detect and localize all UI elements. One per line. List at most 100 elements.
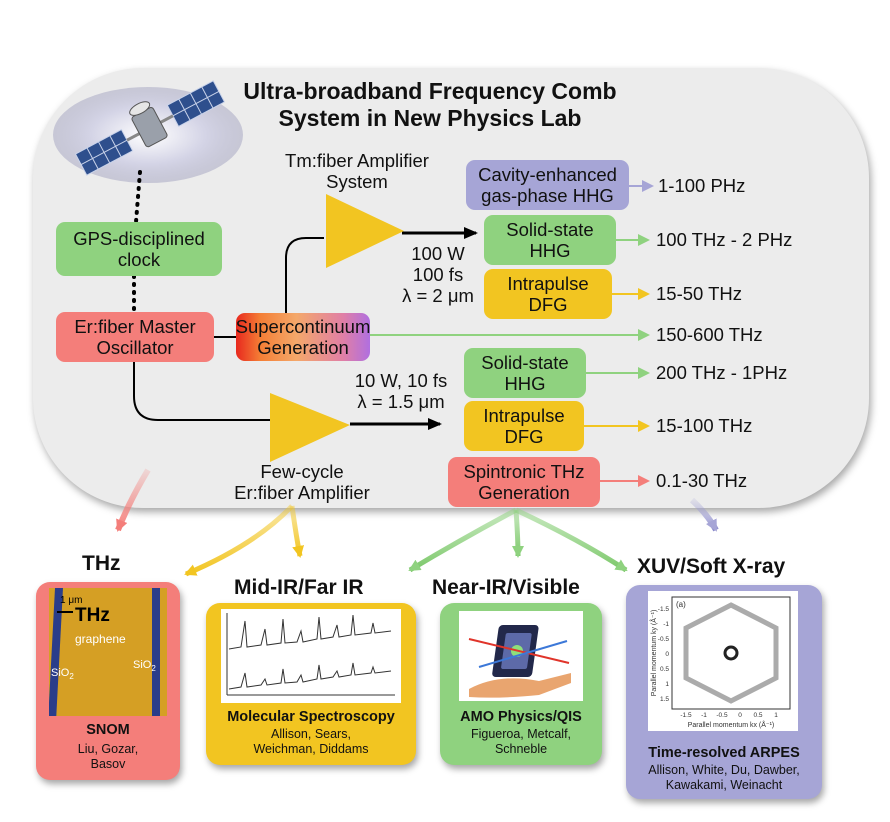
page-title: Ultra-broadband Frequency Comb System in… [205, 78, 655, 132]
amo-names-line-1: Figueroa, Metcalf, [470, 727, 572, 741]
satellite-icon [74, 80, 226, 176]
spintronic-to-nearir-arrow [511, 509, 524, 558]
arpes-xtick: -0.5 [716, 712, 728, 719]
amo-image [459, 611, 583, 701]
dfg-er-line-1: Intrapulse [483, 405, 565, 426]
cavity-hhg-line-1: Cavity-enhanced [478, 164, 617, 185]
snom-names: Liu, Gozar, Basov [36, 742, 180, 772]
arpes-panel-label: (a) [676, 600, 686, 609]
arpes-xtick: 0 [738, 712, 742, 719]
freq-cavity: 1-100 PHz [658, 175, 746, 196]
master-oscillator-line-2: Oscillator [96, 337, 174, 358]
freq-dfg-tm: 15-50 THz [656, 283, 743, 304]
master-oscillator-line-1: Er:fiber Master [74, 316, 196, 337]
arpes-ytick: -1 [663, 621, 669, 628]
freq-solid-er: 200 THz - 1PHz [656, 362, 788, 383]
arpes-ytick: 1 [665, 681, 669, 688]
dfg-er-line-2: DFG [504, 426, 544, 447]
category-xuv: XUV/Soft X-ray [637, 555, 786, 578]
solid-hhg-er-line-2: HHG [504, 373, 546, 394]
title-line-1: Ultra-broadband Frequency Comb [243, 78, 617, 104]
er-amplifier-line-2: Er:fiber Amplifier [234, 482, 370, 503]
spintronic-line-1: Spintronic THz [463, 461, 585, 482]
category-midir: Mid-IR/Far IR [234, 576, 364, 599]
supercontinuum-to-tm-line [285, 237, 324, 313]
tm-amplifier-label: Tm:fiber Amplifier System [262, 150, 452, 192]
amo-names-line-2: Schneble [494, 742, 548, 756]
arpes-image: (a) Parallel momentum kx (Å⁻¹) Parallel … [648, 591, 798, 731]
amplifier-triangle-icon [326, 194, 404, 268]
amo-names: Figueroa, Metcalf, Schneble [440, 727, 602, 757]
freq-spintronic: 0.1-30 THz [656, 470, 748, 491]
snom-names-line-1: Liu, Gozar, [77, 742, 139, 756]
snom-thz-text: THz [75, 605, 110, 626]
er-to-midir-arrow [289, 505, 305, 558]
arpes-names: Allison, White, Du, Dawber, Kawakami, We… [626, 763, 822, 793]
arpes-xtick: 1 [774, 712, 778, 719]
cavity-hhg-line-2: gas-phase HHG [481, 185, 614, 206]
card-amo: AMO Physics/QIS Figueroa, Metcalf, Schne… [440, 603, 602, 765]
arpes-names-line-2: Kawakami, Weinacht [665, 778, 783, 792]
amplifier-triangle-icon [270, 393, 350, 462]
supercontinuum-box [236, 313, 370, 361]
card-molecular: Molecular Spectroscopy Allison, Sears, W… [206, 603, 416, 765]
arpes-title: Time-resolved ARPES [648, 745, 800, 761]
arpes-ytick: 0 [665, 651, 669, 658]
tm-params-line-3: λ = 2 μm [402, 285, 474, 306]
dfg-tm-line-2: DFG [528, 294, 568, 315]
solid-hhg-tm-line-2: HHG [529, 240, 571, 261]
freq-supercontinuum: 150-600 THz [656, 324, 763, 345]
er-params-line-1: 10 W, 10 fs [354, 370, 448, 391]
tm-params-line-2: 100 fs [412, 264, 464, 285]
arpes-xtick: 0.5 [753, 712, 762, 719]
spectrum-image [221, 609, 401, 703]
arpes-ytick: 0.5 [660, 666, 669, 673]
snom-graphene-text: graphene [75, 632, 126, 646]
title-line-2: System in New Physics Lab [278, 105, 582, 131]
solid-hhg-er-line-1: Solid-state [481, 352, 569, 373]
snom-image: 1 μm THz graphene SiO2 SiO2 [49, 588, 167, 716]
arpes-yticks: -1.5-1-0.500.511.5 [658, 606, 670, 703]
er-amplifier-line-1: Few-cycle [260, 461, 344, 482]
arpes-xlabel: Parallel momentum kx (Å⁻¹) [688, 720, 775, 729]
category-thz: THz [82, 552, 121, 575]
arpes-ylabel: Parallel momentum ky (Å⁻¹) [649, 610, 658, 697]
card-arpes: (a) Parallel momentum kx (Å⁻¹) Parallel … [626, 585, 822, 799]
tm-amplifier-line-1: Tm:fiber Amplifier [285, 150, 429, 171]
xuv-category-arrow [689, 497, 719, 532]
supercontinuum-line-2: Generation [257, 337, 349, 358]
er-to-thz-arrow [184, 504, 294, 577]
er-amplifier-label: Few-cycle Er:fiber Amplifier [212, 461, 392, 503]
er-params-line-2: λ = 1.5 μm [357, 391, 445, 412]
amo-title: AMO Physics/QIS [460, 709, 582, 725]
arpes-ytick: 1.5 [660, 696, 669, 703]
gps-clock-line-2: clock [117, 249, 161, 270]
tm-amplifier-line-2: System [326, 171, 388, 192]
snom-scale-text: 1 μm [60, 595, 82, 606]
freq-dfg-er: 15-100 THz [656, 415, 753, 436]
arpes-xtick: -1 [701, 712, 707, 719]
supercontinuum-line-1: Supercontinuum [235, 316, 371, 337]
category-nearir: Near-IR/Visible [432, 576, 580, 599]
molecular-title: Molecular Spectroscopy [227, 709, 395, 725]
er-parameters-label: 10 W, 10 fs λ = 1.5 μm [330, 370, 472, 412]
snom-sio2-left: SiO2 [51, 667, 74, 681]
freq-solid-tm: 100 THz - 2 PHz [656, 229, 793, 250]
satellite-link-dots [134, 170, 142, 224]
solid-hhg-tm-line-1: Solid-state [506, 219, 594, 240]
card-snom: 1 μm THz graphene SiO2 SiO2 SNOM Liu, Go… [36, 582, 180, 780]
arpes-ytick: -1.5 [658, 606, 670, 613]
master-to-er-line [133, 362, 270, 421]
spintronic-to-xuv-arrow [514, 507, 628, 573]
